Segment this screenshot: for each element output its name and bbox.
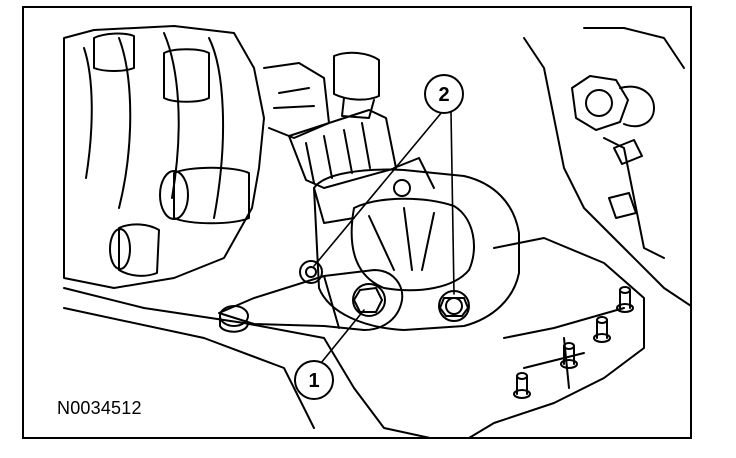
hex-nut-top-right xyxy=(571,75,655,131)
leader-line-1 xyxy=(320,309,365,364)
sensor-connector xyxy=(288,109,435,224)
stud-bolts xyxy=(513,286,634,399)
sensor-lever-arm xyxy=(218,269,404,333)
callout-2: 2 xyxy=(424,74,464,114)
sensor-body xyxy=(313,168,520,331)
callout-2-label: 2 xyxy=(438,84,449,106)
figure-id-label: N0034512 xyxy=(57,398,142,418)
callout-1: 1 xyxy=(294,360,334,400)
leader-line-2-right xyxy=(450,111,455,295)
bolt-1 xyxy=(352,283,386,317)
bolt-2-left xyxy=(299,260,323,284)
diagram-frame: 1 2 N0034512 xyxy=(22,6,692,439)
callout-leaders xyxy=(313,111,455,364)
transmission-case xyxy=(468,237,645,437)
engine-block-background xyxy=(63,25,690,437)
callout-1-label: 1 xyxy=(308,370,319,392)
engine-sensor-illustration: 1 2 xyxy=(63,25,690,437)
leader-line-2-left xyxy=(313,111,443,267)
bolt-2-right xyxy=(438,290,470,322)
